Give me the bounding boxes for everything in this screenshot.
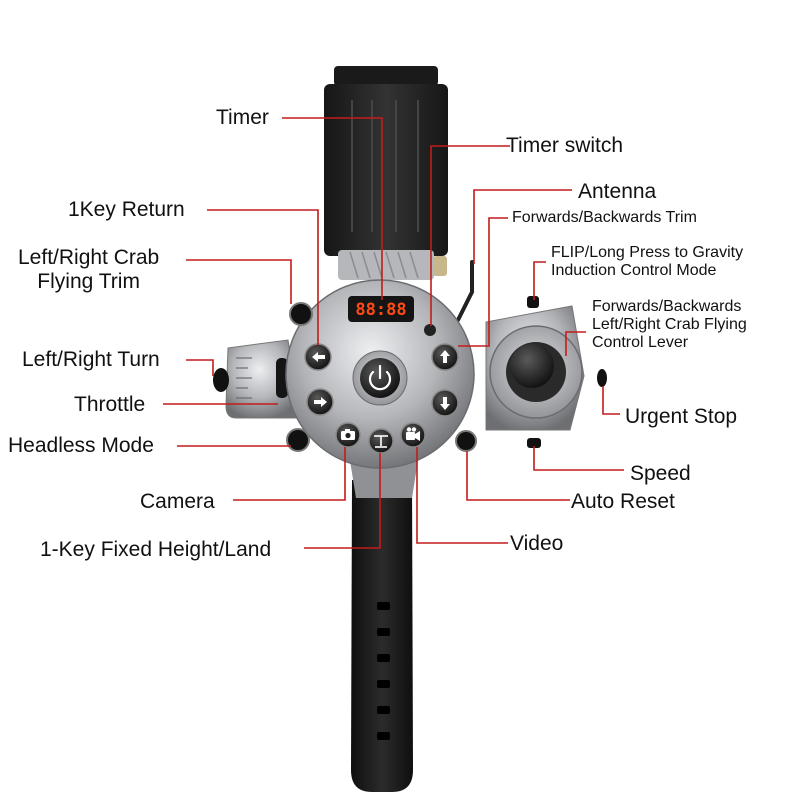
label-lr-crab-trim: Left/Right Crab Flying Trim — [18, 246, 160, 293]
arrow-left-icon — [312, 352, 325, 362]
label-flip: FLIP/Long Press to Gravity Induction Con… — [551, 244, 744, 279]
arrow-right-icon — [314, 397, 327, 407]
label-urgent-stop: Urgent Stop — [625, 405, 738, 428]
phone-clamp — [324, 66, 448, 280]
leader-lines — [163, 117, 624, 549]
label-video: Video — [510, 532, 564, 555]
timer-digits: 88:88 — [355, 300, 406, 320]
fixed-height-button[interactable] — [368, 428, 394, 454]
power-button[interactable] — [352, 350, 408, 406]
left-wing — [213, 339, 301, 419]
label-control-lever: Forwards/Backwards Left/Right Crab Flyin… — [592, 298, 747, 351]
arrow-up-button[interactable] — [431, 343, 459, 371]
video-icon — [406, 427, 420, 441]
arrow-down-icon — [440, 397, 450, 410]
timer-display: 88:88 — [348, 296, 414, 322]
label-one-key-return: 1Key Return — [68, 198, 185, 221]
altitude-icon — [374, 435, 388, 448]
arrow-left-button[interactable] — [304, 343, 332, 371]
arrow-right-button[interactable] — [306, 388, 334, 416]
camera-icon — [341, 429, 355, 440]
label-auto-reset: Auto Reset — [571, 490, 675, 513]
label-antenna: Antenna — [578, 180, 657, 203]
label-headless: Headless Mode — [8, 434, 154, 457]
label-lr-turn: Left/Right Turn — [22, 348, 160, 371]
video-button[interactable] — [400, 422, 426, 448]
lower-strap — [351, 480, 413, 792]
arrow-down-button[interactable] — [431, 389, 459, 417]
right-wing — [485, 296, 607, 448]
control-lever[interactable] — [510, 344, 554, 388]
antenna — [456, 260, 474, 322]
label-fixed-height: 1-Key Fixed Height/Land — [40, 538, 272, 561]
arrow-up-icon — [440, 350, 450, 363]
label-camera: Camera — [140, 490, 215, 513]
camera-button[interactable] — [335, 422, 361, 448]
label-timer-switch: Timer switch — [506, 134, 624, 157]
label-throttle: Throttle — [74, 393, 146, 416]
power-icon — [368, 364, 392, 391]
label-speed: Speed — [630, 462, 691, 485]
label-timer: Timer — [216, 106, 269, 129]
label-fb-trim: Forwards/Backwards Trim — [512, 209, 697, 226]
